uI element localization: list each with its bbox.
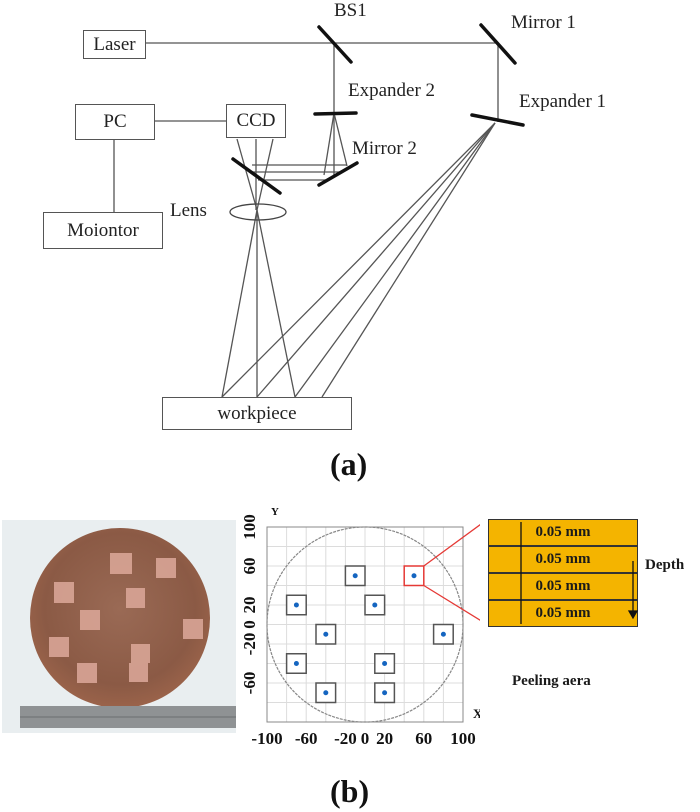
mirror1-label: Mirror 1 [511,12,576,33]
peeling-layers: 0.05 mm 0.05 mm 0.05 mm 0.05 mm Depth Pe… [470,519,700,699]
data-point [323,631,329,637]
x-axis-label: X [473,706,480,721]
data-point [323,690,329,696]
layer-3-thickness: 0.05 mm [535,578,591,594]
laser-box: Laser [83,30,146,59]
layer-1-thickness: 0.05 mm [535,524,591,540]
layer-2-thickness: 0.05 mm [535,551,591,567]
disc-illustration [20,528,236,728]
y-axis-label: Y [271,506,279,518]
mirror1 [479,23,517,65]
workpiece-box: workpiece [162,397,352,430]
ccd-box: CCD [226,104,286,138]
layer-2: 0.05 mm [488,546,638,573]
monitor-label: Moiontor [67,219,139,241]
data-point [352,573,358,579]
peeling-area-caption: Peeling aera [512,673,591,689]
data-point [382,661,388,666]
layer-4: 0.05 mm [488,600,638,627]
y-tick-label: 100 [240,514,259,540]
zoom-line-top [423,524,480,567]
layer-3: 0.05 mm [488,573,638,600]
y-tick-label: 60 [240,558,259,575]
lens-label: Lens [170,200,207,221]
x-tick-label: -20 [334,729,357,748]
data-point [382,690,388,696]
y-tick-label: 0 [240,620,259,629]
x-tick-label: 0 [361,729,370,748]
workpiece-label: workpiece [217,402,297,424]
x-tick-label: -100 [251,729,282,748]
lens-ellipse [229,203,287,221]
ccd-label: CCD [236,110,276,131]
laser-label: Laser [93,33,136,55]
data-point [411,573,417,579]
x-tick-label: -60 [295,729,318,748]
panel-b-label: (b) [330,773,370,809]
disc-outline [266,526,464,723]
optical-paths [113,23,525,398]
monitor-box: Moiontor [43,212,163,249]
expander2-element [313,111,358,116]
data-point [372,602,378,608]
data-point [293,602,299,608]
expander2-label: Expander 2 [348,80,436,101]
y-tick-label: -60 [240,672,259,695]
x-tick-label: 60 [415,729,432,748]
mirror2 [317,161,359,187]
bs1-label: BS1 [334,0,367,21]
x-tick-label: 20 [376,729,393,748]
pc-box: PC [75,104,155,140]
bs1-splitter [317,25,353,64]
data-point [293,661,299,666]
zoom-line-bottom [423,584,480,621]
y-tick-label: -20 [240,633,259,656]
layer-4-thickness: 0.05 mm [535,605,591,621]
y-tick-label: 20 [240,597,259,614]
expander1-element [470,113,525,127]
mirror2-label: Mirror 2 [352,138,417,159]
data-point [440,631,446,637]
copper-disc-photo [2,520,236,733]
panel-a-label: (a) [330,446,368,482]
center-mirror [231,157,282,195]
pc-label: PC [103,111,127,132]
layer-arrows [520,522,639,624]
depth-label: Depth [645,557,685,573]
x-tick-label: 100 [450,729,476,748]
expander1-label: Expander 1 [519,91,607,112]
layer-1: 0.05 mm [488,519,638,546]
